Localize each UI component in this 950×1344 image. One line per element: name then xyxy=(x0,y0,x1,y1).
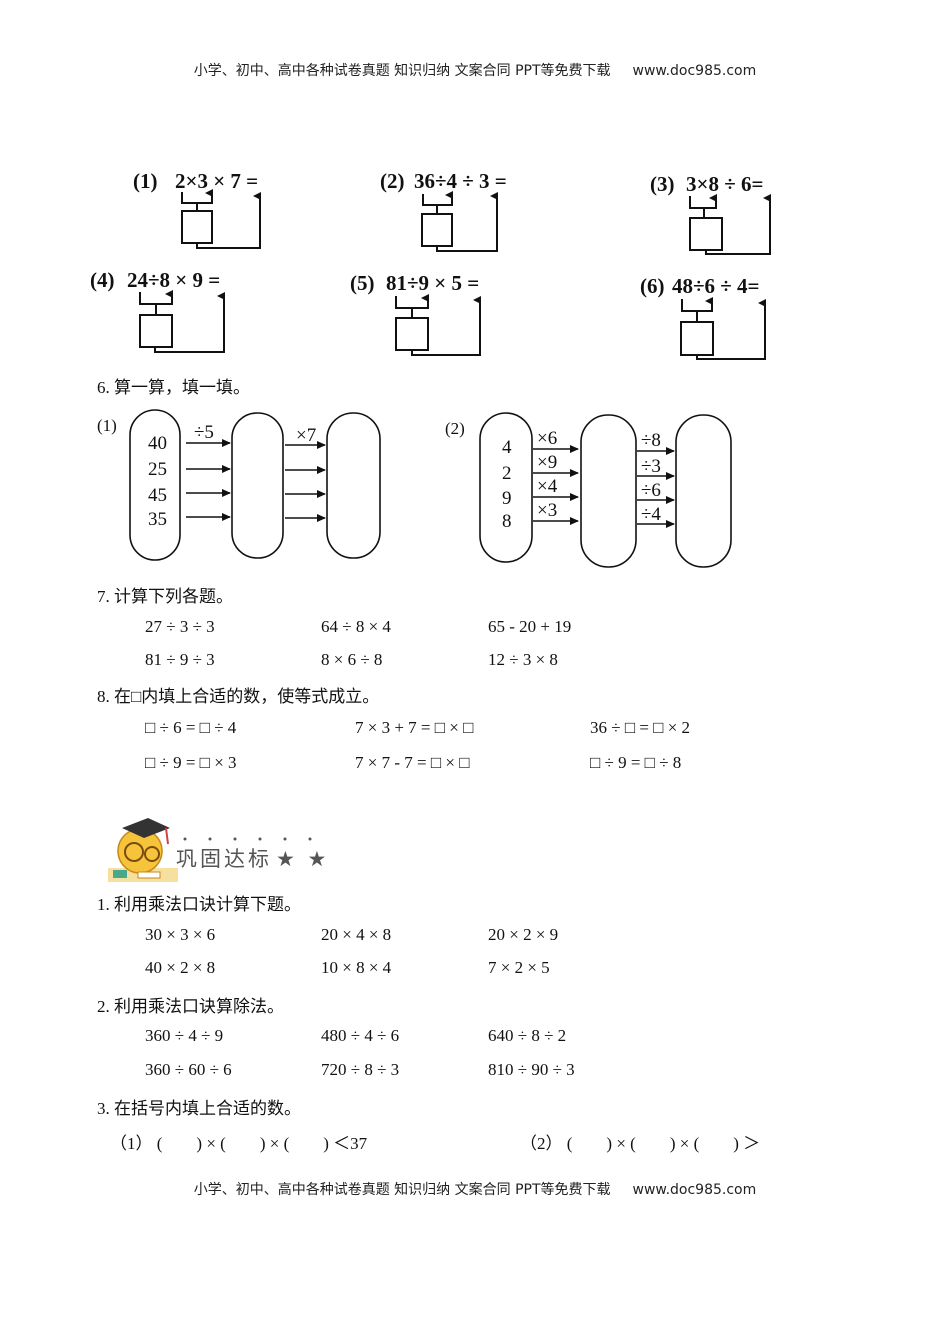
number: 25 xyxy=(148,459,167,480)
number: 40 xyxy=(148,433,167,454)
problem: 7 × 2 × 5 xyxy=(488,958,550,977)
diagram-item-1: (1) 2×3 × 7 = xyxy=(133,169,261,249)
operation-label: ÷3 xyxy=(641,456,661,477)
problem: 640 ÷ 8 ÷ 2 xyxy=(488,1026,567,1045)
operation-label: ×9 xyxy=(537,452,557,473)
answer-pill[interactable] xyxy=(231,412,284,559)
problem: 20 × 4 × 8 xyxy=(321,925,392,944)
number: 35 xyxy=(148,509,167,530)
input-pill xyxy=(479,412,533,563)
item-label: (1) xyxy=(133,169,158,193)
problem: 20 × 2 × 9 xyxy=(488,925,559,944)
problem: 12 ÷ 3 × 8 xyxy=(488,650,558,669)
s3-title: 3. 在括号内填上合适的数。 xyxy=(97,1099,301,1118)
problem: 65 - 20 + 19 xyxy=(488,617,572,636)
item-label: (2) xyxy=(380,169,405,193)
diagram-item-2: (2) 36÷4 ÷ 3 = xyxy=(380,169,507,252)
answer-box[interactable] xyxy=(181,210,213,244)
operation-label: ×7 xyxy=(296,425,316,446)
number: 9 xyxy=(502,488,512,509)
operation-label: ×3 xyxy=(537,500,557,521)
diagram-item-6: (6) 48÷6 ÷ 4= xyxy=(640,274,766,360)
item-expression: 48÷6 ÷ 4= xyxy=(672,274,760,298)
number: 2 xyxy=(502,463,512,484)
input-pill xyxy=(129,409,181,561)
q8-title: 8. 在□内填上合适的数，使等式成立。 xyxy=(97,687,380,706)
item-label: (5) xyxy=(350,271,375,295)
item-expression: 24÷8 × 9 = xyxy=(127,268,220,292)
footer-url[interactable]: www.doc985.com xyxy=(632,1182,757,1198)
operation-label: ÷5 xyxy=(194,422,214,443)
answer-box[interactable] xyxy=(689,217,723,251)
problem: 720 ÷ 8 ÷ 3 xyxy=(321,1060,400,1079)
part-label: (2) xyxy=(445,419,465,438)
item-expression: 81÷9 × 5 = xyxy=(386,271,479,295)
diagram-item-5: (5) 81÷9 × 5 = xyxy=(350,271,481,356)
item-label: (4) xyxy=(90,268,115,292)
q6-title: 6. 算一算，填一填。 xyxy=(97,378,250,397)
item-label: (6) xyxy=(640,274,665,298)
answer-box[interactable] xyxy=(421,213,453,247)
number: 4 xyxy=(502,437,512,458)
problem: 10 × 8 × 4 xyxy=(321,958,392,977)
answer-box[interactable] xyxy=(680,321,714,356)
difficulty-stars: ★ ★ xyxy=(276,847,330,871)
section-title: 巩固达标 xyxy=(176,847,272,871)
answer-box[interactable] xyxy=(139,314,173,348)
header-url[interactable]: www.doc985.com xyxy=(632,63,757,79)
number: 8 xyxy=(502,511,512,532)
answer-pill[interactable] xyxy=(580,414,637,568)
inequality-1: （1） ( ) × ( ) × ( ) ＜37 xyxy=(110,1134,368,1153)
problem: 480 ÷ 4 ÷ 6 xyxy=(321,1026,400,1045)
equation: □ ÷ 6 = □ ÷ 4 xyxy=(145,718,237,737)
operation-label: ×4 xyxy=(537,476,558,497)
answer-pill[interactable] xyxy=(326,412,381,559)
equation: 7 × 3 + 7 = □ × □ xyxy=(355,718,474,737)
s1-title: 1. 利用乘法口诀计算下题。 xyxy=(97,895,301,914)
operation-label: ÷8 xyxy=(641,430,661,451)
item-expression: 3×8 ÷ 6= xyxy=(686,172,763,196)
answer-box[interactable] xyxy=(395,317,429,351)
answer-pill[interactable] xyxy=(675,414,732,568)
diagram-item-4: (4) 24÷8 × 9 = xyxy=(90,268,225,353)
item-expression: 36÷4 ÷ 3 = xyxy=(414,169,507,193)
footer-text: 小学、初中、高中各种试卷真题 知识归纳 文案合同 PPT等免费下载 xyxy=(193,1182,611,1198)
dotted-decoration xyxy=(183,837,312,841)
s2-title: 2. 利用乘法口诀算除法。 xyxy=(97,997,284,1016)
fill-in-flow-diagrams: (1) 40 25 45 35 ÷5 ×7 (2) 4 2 9 8 ×6 ×9 … xyxy=(97,409,732,568)
header-text: 小学、初中、高中各种试卷真题 知识归纳 文案合同 PPT等免费下载 xyxy=(193,63,611,79)
operation-label: ÷6 xyxy=(641,480,661,501)
diagram-item-3: (3) 3×8 ÷ 6= xyxy=(650,172,771,255)
inequality-2: （2） ( ) × ( ) × ( ) ＞ xyxy=(520,1134,761,1153)
operation-label: ×6 xyxy=(537,428,557,449)
equation: □ ÷ 9 = □ × 3 xyxy=(145,753,237,772)
equation: □ ÷ 9 = □ ÷ 8 xyxy=(590,753,682,772)
problem: 64 ÷ 8 × 4 xyxy=(321,617,391,636)
page-header: 小学、初中、高中各种试卷真题 知识归纳 文案合同 PPT等免费下载 www.doc… xyxy=(0,60,950,80)
mascot-icon xyxy=(108,818,178,882)
q7-title: 7. 计算下列各题。 xyxy=(97,587,233,606)
item-label: (3) xyxy=(650,172,675,196)
equation: 36 ÷ □ = □ × 2 xyxy=(590,718,691,737)
operation-label: ÷4 xyxy=(641,504,661,525)
problem: 81 ÷ 9 ÷ 3 xyxy=(145,650,215,669)
bracket-diagrams: (1) 2×3 × 7 = (2) 36÷4 ÷ 3 = (3) 3×8 ÷ 6… xyxy=(90,169,771,360)
problem: 360 ÷ 60 ÷ 6 xyxy=(145,1060,232,1079)
equation: 7 × 7 - 7 = □ × □ xyxy=(355,753,470,772)
problem: 360 ÷ 4 ÷ 9 xyxy=(145,1026,224,1045)
problem: 27 ÷ 3 ÷ 3 xyxy=(145,617,215,636)
item-expression: 2×3 × 7 = xyxy=(175,169,258,193)
section-heading: 巩固达标★ ★ xyxy=(176,843,329,873)
part-label: (1) xyxy=(97,416,117,435)
problem: 30 × 3 × 6 xyxy=(145,925,216,944)
page-footer: 小学、初中、高中各种试卷真题 知识归纳 文案合同 PPT等免费下载 www.doc… xyxy=(0,1179,950,1199)
problem: 810 ÷ 90 ÷ 3 xyxy=(488,1060,575,1079)
problem: 8 × 6 ÷ 8 xyxy=(321,650,383,669)
number: 45 xyxy=(148,485,167,506)
problem: 40 × 2 × 8 xyxy=(145,958,216,977)
